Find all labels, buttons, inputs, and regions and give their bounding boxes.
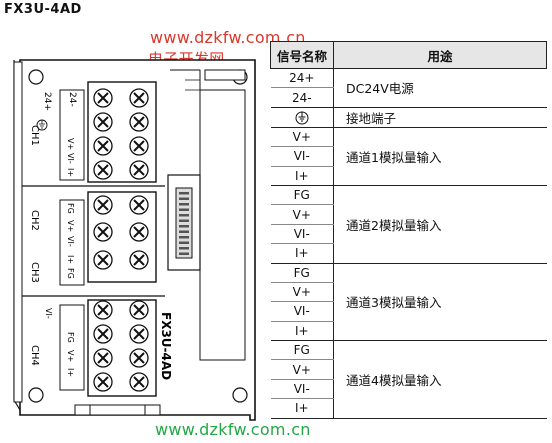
terminal-screw-icon [129, 136, 149, 156]
label-ch1-vp: V+ [66, 138, 75, 150]
signal-name-cell: I+ [270, 398, 334, 419]
use-cell: DC24V电源 [333, 68, 547, 108]
terminal-screw-icon [93, 136, 113, 156]
terminal-screw-icon [93, 324, 113, 344]
table-row: 24- [270, 87, 547, 108]
table-row: 接地端子 [270, 107, 547, 128]
header-use: 用途 [333, 41, 547, 69]
signal-name-cell: 24- [270, 87, 334, 108]
table-row: VI- [270, 224, 547, 245]
signal-name-cell: I+ [270, 166, 334, 186]
signal-name-cell: VI- [270, 224, 334, 245]
terminal-screw-icon [93, 160, 113, 180]
terminal-screw-icon [93, 112, 113, 132]
table-row: I+ [270, 321, 547, 342]
use-cell: 通道3模拟量输入 [333, 263, 547, 342]
terminal-screw-icon [93, 372, 113, 392]
table-row: VI- [270, 146, 547, 167]
table-row: V+通道1模拟量输入 [270, 127, 547, 186]
terminal-screw-icon [93, 195, 113, 215]
label-ch4-vp: V+ [66, 350, 75, 362]
terminal-screw-icon [129, 372, 149, 392]
label-ch2-vi: VI- [66, 236, 75, 247]
signal-name-cell: FG [270, 340, 334, 361]
label-ch4-vi: VI- [44, 308, 53, 319]
terminal-screw-icon [129, 195, 149, 215]
signal-name-cell: VI- [270, 146, 334, 167]
label-ch1: CH1 [29, 125, 40, 146]
label-ch2-vp: V+ [66, 220, 75, 232]
terminal-screw-icon [129, 324, 149, 344]
label-ch3: CH3 [29, 262, 40, 283]
terminal-screw-icon [93, 88, 113, 108]
label-ch4-ip: I+ [66, 368, 75, 377]
terminal-screw-icon [93, 348, 113, 368]
terminal-screw-icon [129, 300, 149, 320]
table-row: V+ [270, 204, 547, 225]
use-cell: 通道1模拟量输入 [333, 127, 547, 186]
ground-icon [295, 111, 309, 125]
table-row: I+ [270, 398, 547, 419]
terminal-screw-icon [93, 300, 113, 320]
signal-name-cell: V+ [270, 282, 334, 303]
signal-name-cell: FG [270, 185, 334, 206]
table-row: I+ [270, 243, 547, 264]
signal-name-cell [270, 107, 334, 128]
table-row: 24+DC24V电源 [270, 68, 547, 108]
ground-symbol-device [36, 119, 48, 131]
signal-name-cell: V+ [270, 127, 334, 148]
table-row: I+ [270, 166, 547, 186]
signal-name-cell: V+ [270, 359, 334, 380]
signal-name-cell: V+ [270, 204, 334, 225]
diagram-title: FX3U-4AD [4, 2, 82, 17]
label-ch2-fg: FG [66, 203, 75, 214]
use-cell: 通道4模拟量输入 [333, 340, 547, 419]
module-drawing: CH1 24+ 24- V+ VI- I+ CH2 FG V+ VI- I+ C… [13, 59, 256, 421]
mounting-hole-bottom-left [28, 387, 44, 403]
table-row: VI- [270, 379, 547, 400]
module-name-label: FX3U-4AD [159, 312, 173, 380]
mounting-hole-top-left [28, 69, 44, 85]
table-row: V+ [270, 282, 547, 303]
use-cell: 通道2模拟量输入 [333, 185, 547, 264]
signal-name-cell: 24+ [270, 68, 334, 89]
label-ch1-ip: I+ [66, 168, 75, 177]
expansion-connector [167, 174, 201, 271]
use-cell: 接地端子 [333, 107, 547, 128]
terminal-screw-icon [93, 250, 113, 270]
watermark-url-top: www.dzkfw.com.cn [150, 28, 306, 47]
table-row: VI- [270, 301, 547, 322]
label-ch2-ip: I+ [66, 255, 75, 264]
terminal-screw-icon [93, 222, 113, 242]
terminal-screw-icon [129, 88, 149, 108]
signal-name-cell: VI- [270, 379, 334, 400]
watermark-url-bottom: www.dzkfw.com.cn [155, 420, 311, 439]
signal-name-cell: I+ [270, 243, 334, 264]
terminal-screw-icon [129, 160, 149, 180]
terminal-screw-icon [129, 112, 149, 132]
label-ch4: CH4 [29, 345, 40, 366]
header-signal: 信号名称 [270, 41, 334, 69]
label-24m: 24- [67, 92, 77, 107]
mounting-hole-bottom-right [232, 387, 248, 403]
terminal-screw-icon [129, 222, 149, 242]
label-ch3-fg: FG [66, 268, 75, 279]
signal-name-cell: VI- [270, 301, 334, 322]
signal-name-cell: FG [270, 263, 334, 283]
signal-name-cell: I+ [270, 321, 334, 342]
label-24p: 24+ [42, 92, 52, 111]
label-ch1-vi: VI- [66, 153, 75, 164]
table-row: V+ [270, 359, 547, 380]
terminal-screw-icon [129, 348, 149, 368]
label-ch4-fg: FG [66, 332, 75, 343]
label-ch2: CH2 [29, 210, 40, 231]
terminal-screw-icon [129, 250, 149, 270]
